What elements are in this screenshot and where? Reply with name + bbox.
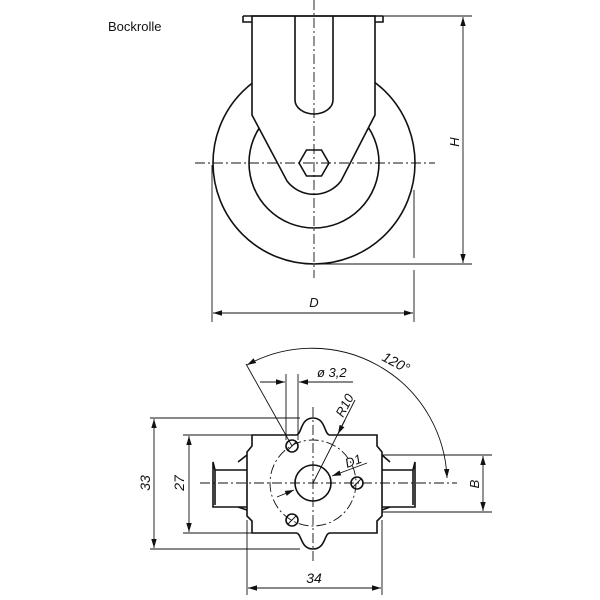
axle-stub-right bbox=[382, 461, 416, 508]
dim-27-label: 27 bbox=[171, 474, 187, 492]
dim-angle-arc bbox=[246, 347, 450, 479]
dim-b-label: B bbox=[467, 479, 482, 488]
side-view: H D bbox=[195, 0, 472, 322]
dim-r10-label: R10 bbox=[332, 391, 357, 420]
fork-bracket bbox=[251, 15, 376, 196]
dim-hole-label: ø 3,2 bbox=[317, 365, 347, 380]
dim-34-label: 34 bbox=[306, 570, 322, 586]
top-plate bbox=[242, 15, 384, 23]
dim-h-label: H bbox=[447, 137, 462, 147]
dim-d-label: D bbox=[309, 295, 318, 310]
axle-stub-left bbox=[212, 461, 247, 508]
dim-d1-label: D1 bbox=[343, 451, 364, 471]
dim-angle-label: 120° bbox=[380, 349, 413, 377]
drawing-title: Bockrolle bbox=[108, 19, 161, 34]
dim-33-label: 33 bbox=[137, 475, 153, 491]
mount-view: 33 27 34 B ø 3,2 R10 D1 120° bbox=[137, 347, 492, 595]
mounting-plate bbox=[246, 417, 383, 550]
